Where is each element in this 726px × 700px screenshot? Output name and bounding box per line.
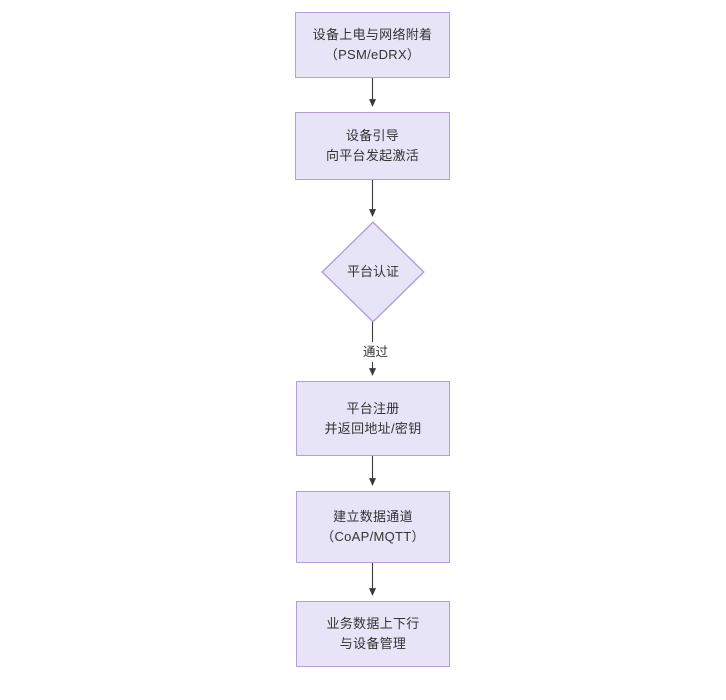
diamond-shape bbox=[321, 221, 425, 323]
flow-node-device-bootstrap[interactable]: 设备引导 向平台发起激活 bbox=[295, 112, 450, 180]
flow-node-platform-registration[interactable]: 平台注册 并返回地址/密钥 bbox=[296, 381, 450, 456]
flow-node-line-2: 并返回地址/密钥 bbox=[324, 420, 422, 436]
edge-label-pass: 通过 bbox=[354, 342, 397, 362]
flow-node-line-2: （PSM/eDRX） bbox=[324, 47, 421, 62]
flow-node-line-1: 平台认证 bbox=[346, 264, 399, 279]
flow-node-line-1: 平台注册 bbox=[346, 400, 400, 416]
flow-node-line-2: 向平台发起激活 bbox=[325, 148, 420, 163]
flow-node-device-power-on[interactable]: 设备上电与网络附着 （PSM/eDRX） bbox=[295, 12, 450, 78]
flow-node-establish-data-channel[interactable]: 建立数据通道 （CoAP/MQTT） bbox=[296, 491, 450, 563]
flow-node-line-2: （CoAP/MQTT） bbox=[321, 529, 425, 544]
flow-node-line-1: 设备引导 bbox=[345, 128, 400, 143]
flow-node-line-1: 设备上电与网络附着 bbox=[312, 27, 433, 42]
flow-node-business-data-and-device-management[interactable]: 业务数据上下行 与设备管理 bbox=[296, 601, 450, 667]
flow-node-line-1: 建立数据通道 bbox=[333, 509, 413, 524]
flow-node-line-2: 与设备管理 bbox=[339, 636, 407, 651]
flow-node-platform-auth-decision[interactable]: 平台认证 bbox=[321, 221, 425, 323]
flow-node-line-1: 业务数据上下行 bbox=[326, 616, 420, 631]
